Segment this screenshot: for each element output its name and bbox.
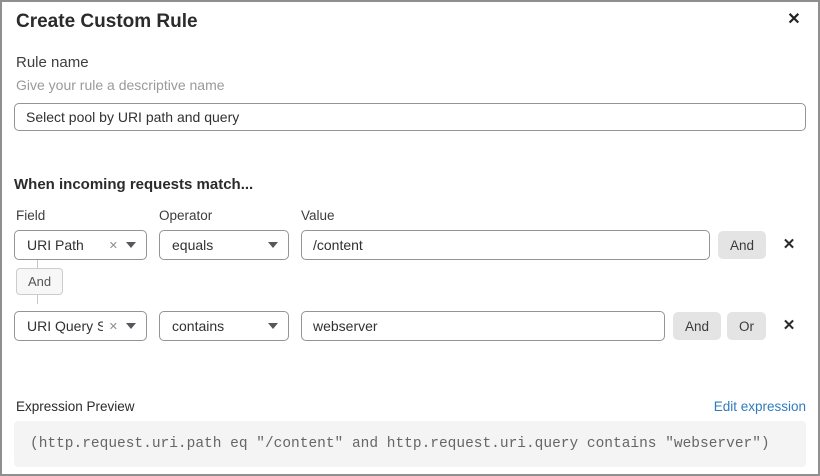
expression-code-block: (http.request.uri.path eq "/content" and…	[14, 421, 806, 467]
expression-code: (http.request.uri.path eq "/content" and…	[30, 436, 770, 452]
and-connector-chip: And	[16, 268, 64, 295]
clear-field-icon[interactable]: ✕	[108, 239, 118, 252]
and-button[interactable]: And	[672, 312, 721, 340]
expression-preview-label: Expression Preview	[16, 399, 135, 414]
field-select[interactable]: URI Query St... ✕	[14, 311, 147, 341]
value-input[interactable]	[301, 230, 710, 260]
operator-column-label: Operator	[159, 208, 213, 223]
chevron-down-icon	[268, 323, 278, 329]
remove-row-icon[interactable]: ✕	[778, 315, 800, 337]
chevron-down-icon	[268, 242, 278, 248]
field-select-value: URI Path	[27, 237, 84, 253]
connector: And	[14, 260, 806, 304]
operator-select[interactable]: contains	[159, 311, 289, 341]
and-button[interactable]: And	[717, 231, 766, 259]
operator-select-value: contains	[172, 318, 225, 334]
match-heading: When incoming requests match...	[14, 176, 254, 193]
rule-name-label: Rule name	[16, 54, 89, 71]
operator-select-value: equals	[172, 237, 214, 253]
rule-name-input[interactable]	[14, 103, 806, 131]
edit-expression-link[interactable]: Edit expression	[713, 399, 806, 414]
rule-name-hint: Give your rule a descriptive name	[16, 77, 225, 93]
dialog-title: Create Custom Rule	[16, 11, 198, 32]
condition-row: URI Query St... ✕ contains And Or ✕	[14, 311, 806, 341]
field-column-label: Field	[16, 208, 46, 223]
close-icon[interactable]: ✕	[782, 8, 806, 32]
chevron-down-icon	[126, 323, 136, 329]
or-button[interactable]: Or	[727, 312, 766, 340]
chevron-down-icon	[126, 242, 136, 248]
value-column-label: Value	[301, 208, 335, 223]
condition-column-labels: Field Operator Value	[14, 209, 806, 223]
value-input[interactable]	[301, 311, 665, 341]
expression-preview-header: Expression Preview Edit expression	[14, 399, 806, 414]
field-select-value: URI Query St...	[27, 318, 103, 334]
field-select[interactable]: URI Path ✕	[14, 230, 147, 260]
condition-row: URI Path ✕ equals And ✕	[14, 230, 806, 260]
remove-row-icon[interactable]: ✕	[778, 234, 800, 256]
operator-select[interactable]: equals	[159, 230, 289, 260]
clear-field-icon[interactable]: ✕	[108, 320, 118, 333]
